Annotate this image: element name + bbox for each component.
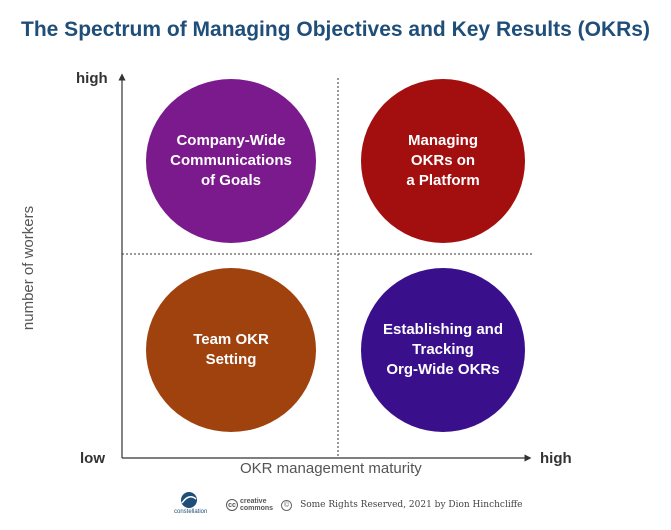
copyright-icon: © <box>281 499 293 511</box>
quadrant-bottom-right-circle: Establishing and Tracking Org-Wide OKRs <box>361 268 525 432</box>
quadrant-top-left-circle: Company-Wide Communications of Goals <box>146 79 316 243</box>
y-axis-low-label: low <box>80 450 105 467</box>
constellation-text: constellation <box>174 509 208 515</box>
quadrant-bottom-left-label: Team OKR Setting <box>193 331 269 368</box>
constellation-logo: constellation <box>174 491 207 519</box>
quadrant-bottom-left-circle: Team OKR Setting <box>146 268 316 432</box>
quadrant-top-right-label: Managing OKRs on a Platform <box>406 132 480 189</box>
page-title: The Spectrum of Managing Objectives and … <box>21 18 650 41</box>
quadrant-top-left-label: Company-Wide Communications of Goals <box>170 132 292 189</box>
cc-icon: cc <box>226 499 238 511</box>
quadrant-top-right-circle: Managing OKRs on a Platform <box>361 79 525 243</box>
footer: constellation cc creative commons © Some… <box>174 490 538 520</box>
y-axis-title: number of workers <box>20 205 37 331</box>
rights-text: Some Rights Reserved, 2021 by Dion Hinch… <box>300 500 523 510</box>
cc-top-text: creative <box>240 498 267 505</box>
cc-bottom-text: commons <box>240 505 274 512</box>
x-axis-high-label: high <box>540 450 572 467</box>
creative-commons-logo: cc creative commons <box>226 498 273 512</box>
y-axis-high-label: high <box>76 70 108 87</box>
x-axis-title: OKR management maturity <box>240 460 422 477</box>
constellation-icon <box>181 492 197 508</box>
quadrant-bottom-right-label: Establishing and Tracking Org-Wide OKRs <box>382 321 503 378</box>
